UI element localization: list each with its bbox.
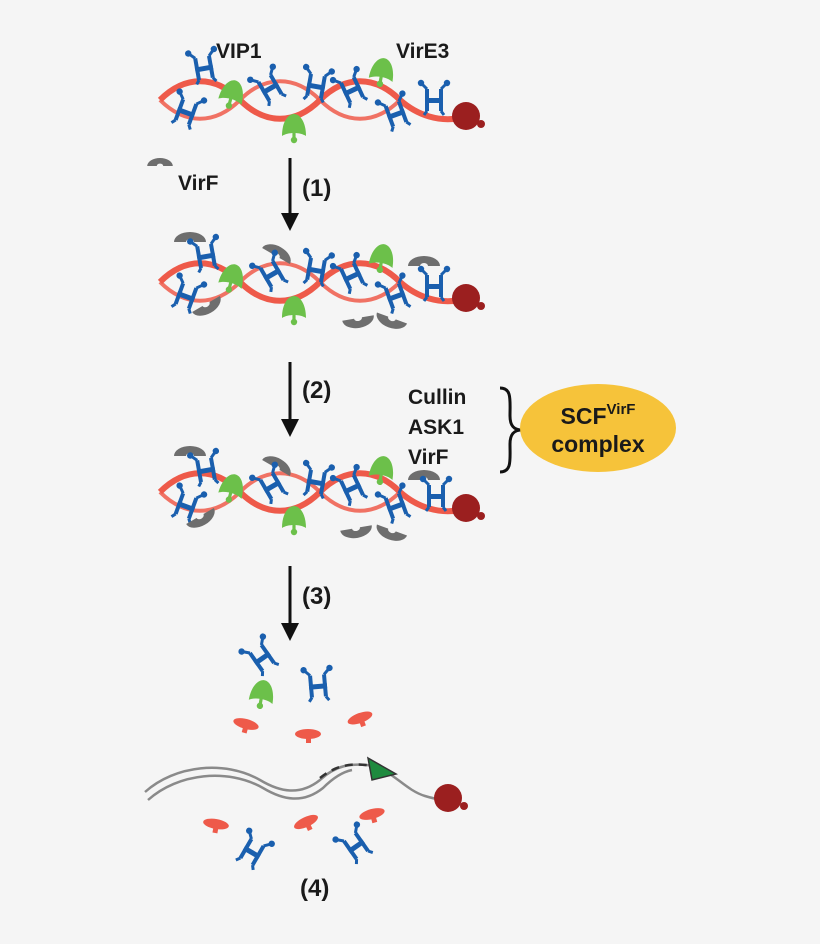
cap-protein <box>434 784 462 812</box>
vip1-protein <box>327 249 375 298</box>
vire3-protein <box>247 678 277 712</box>
virf-component-label: VirF <box>408 446 449 469</box>
vip1-protein <box>329 818 380 870</box>
vire3-protein <box>367 242 397 276</box>
strand-fragment <box>292 811 322 836</box>
strand-fragment <box>201 816 230 836</box>
virf-protein <box>373 312 408 333</box>
step-2-label: (2) <box>302 377 331 404</box>
strand-fragment <box>358 805 387 827</box>
vip1-protein <box>185 445 227 490</box>
dna-duplex <box>144 756 468 812</box>
virf-protein <box>342 315 376 331</box>
virf-label: VirF <box>178 172 219 195</box>
strand-fragment <box>346 708 376 731</box>
step-4-label: (4) <box>300 875 329 902</box>
vip1-protein <box>228 824 278 875</box>
scf-complex-title: SCFVirF <box>561 401 636 429</box>
vip1-protein <box>327 461 375 510</box>
vip1-label: VIP1 <box>216 40 262 63</box>
strand-fragment <box>295 729 321 743</box>
scf-superscript: VirF <box>607 401 636 418</box>
virf-protein <box>340 525 374 541</box>
brace-icon <box>499 386 523 474</box>
scf-name: SCF <box>561 403 607 429</box>
vip1-protein <box>298 662 337 704</box>
step-3-label: (3) <box>302 583 331 610</box>
vip1-protein <box>416 78 452 117</box>
vire3-label: VirE3 <box>396 40 449 63</box>
cullin-label: Cullin <box>408 386 466 409</box>
vip1-protein <box>235 630 286 682</box>
scf-complex-subtitle: complex <box>551 431 645 457</box>
virf-legend-icon <box>147 158 173 166</box>
virf-protein <box>262 239 295 264</box>
step-1-label: (1) <box>302 175 331 202</box>
complex-stage-2 <box>160 231 485 333</box>
vip1-protein <box>244 60 294 111</box>
polymerase-arrowhead-icon <box>366 756 398 781</box>
virf-protein <box>408 256 440 266</box>
scf-complex-badge <box>520 384 676 472</box>
strand-fragment <box>231 715 260 737</box>
vire3-protein <box>216 77 248 112</box>
ask1-label: ASK1 <box>408 416 464 439</box>
virf-protein <box>373 524 408 545</box>
vip1-protein <box>185 231 227 276</box>
